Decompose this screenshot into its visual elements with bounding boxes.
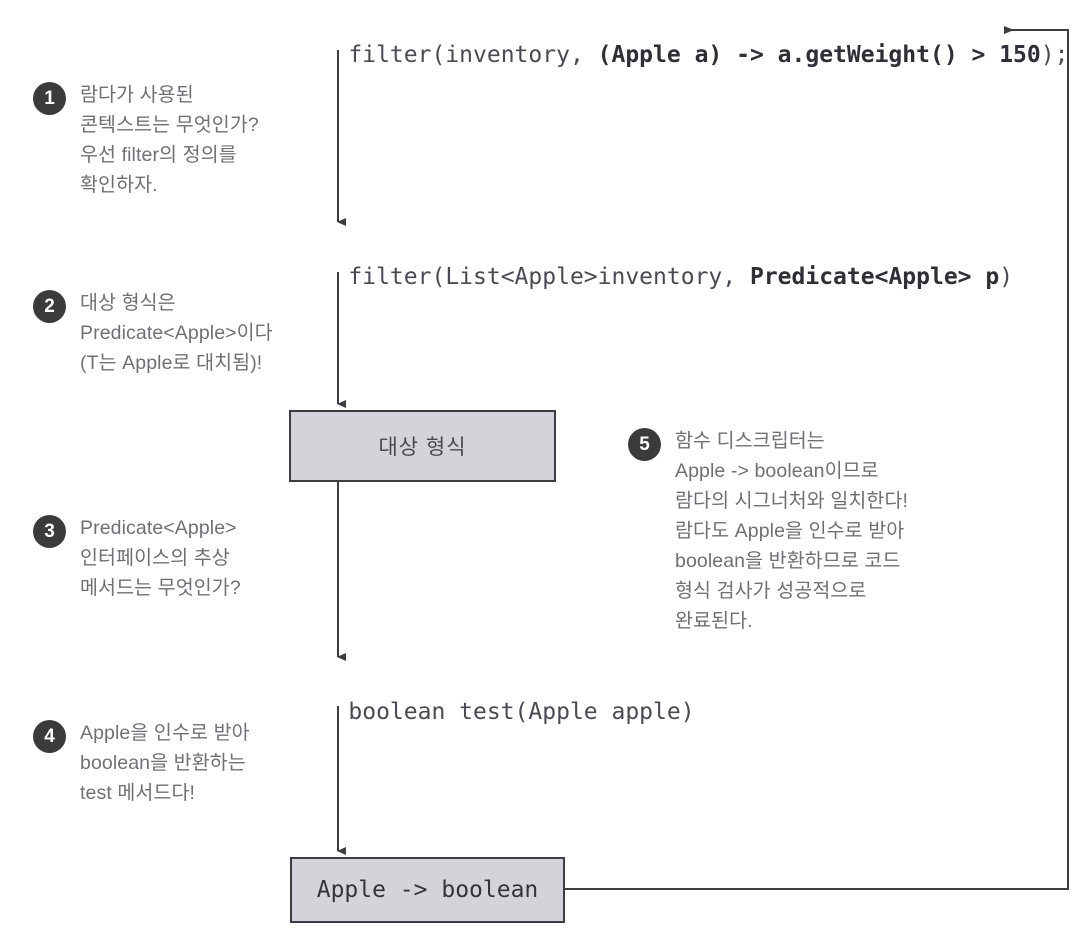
code-line-test-method: boolean test(Apple apple)	[293, 673, 695, 751]
annotation-3-text: Predicate<Apple> 인터페이스의 추상 메서드는 무엇인가?	[80, 517, 241, 599]
code-line1-plain-a: filter(inventory,	[348, 42, 598, 68]
code-line-filter-signature: filter(List<Apple>inventory, Predicate<A…	[293, 238, 1013, 316]
annotation-2: 2 대상 형식은 Predicate<Apple>이다 (T는 Apple로 대…	[33, 288, 303, 378]
annotation-1-text: 람다가 사용된 콘텍스트는 무엇인가? 우선 filter의 정의를 확인하자.	[80, 84, 259, 196]
annotation-3-badge: 3	[33, 515, 66, 548]
code-line1-lambda: (Apple a) -> a.getWeight() > 150	[597, 42, 1041, 68]
target-type-box: 대상 형식	[289, 410, 556, 482]
code-line2-plain-a: filter(List<Apple>inventory,	[348, 264, 750, 290]
annotation-5-badge: 5	[628, 428, 661, 461]
annotation-2-text: 대상 형식은 Predicate<Apple>이다 (T는 Apple로 대치됨…	[80, 292, 273, 374]
annotation-4-badge: 4	[33, 720, 66, 753]
function-descriptor-box: Apple -> boolean	[290, 857, 565, 923]
code-line-filter-lambda: filter(inventory, (Apple a) -> a.getWeig…	[293, 16, 1068, 94]
annotation-5: 5 함수 디스크립터는 Apple -> boolean이므로 람다의 시그너처…	[628, 426, 1028, 636]
code-line3-text: boolean test(Apple apple)	[348, 699, 695, 725]
code-line2-plain-b: )	[999, 264, 1014, 290]
annotation-1-badge: 1	[33, 82, 66, 115]
annotation-1: 1 람다가 사용된 콘텍스트는 무엇인가? 우선 filter의 정의를 확인하…	[33, 80, 303, 200]
code-line2-predicate: Predicate<Apple> p	[749, 264, 1000, 290]
annotation-4: 4 Apple을 인수로 받아 boolean을 반환하는 test 메서드다!	[33, 718, 303, 808]
annotation-3: 3 Predicate<Apple> 인터페이스의 추상 메서드는 무엇인가?	[33, 513, 303, 603]
function-descriptor-box-label: Apple -> boolean	[316, 877, 539, 903]
code-line1-plain-b: );	[1040, 42, 1069, 68]
annotation-2-badge: 2	[33, 290, 66, 323]
annotation-5-text: 함수 디스크립터는 Apple -> boolean이므로 람다의 시그너처와 …	[675, 430, 909, 632]
annotation-4-text: Apple을 인수로 받아 boolean을 반환하는 test 메서드다!	[80, 722, 250, 804]
target-type-box-label: 대상 형식	[378, 436, 467, 459]
